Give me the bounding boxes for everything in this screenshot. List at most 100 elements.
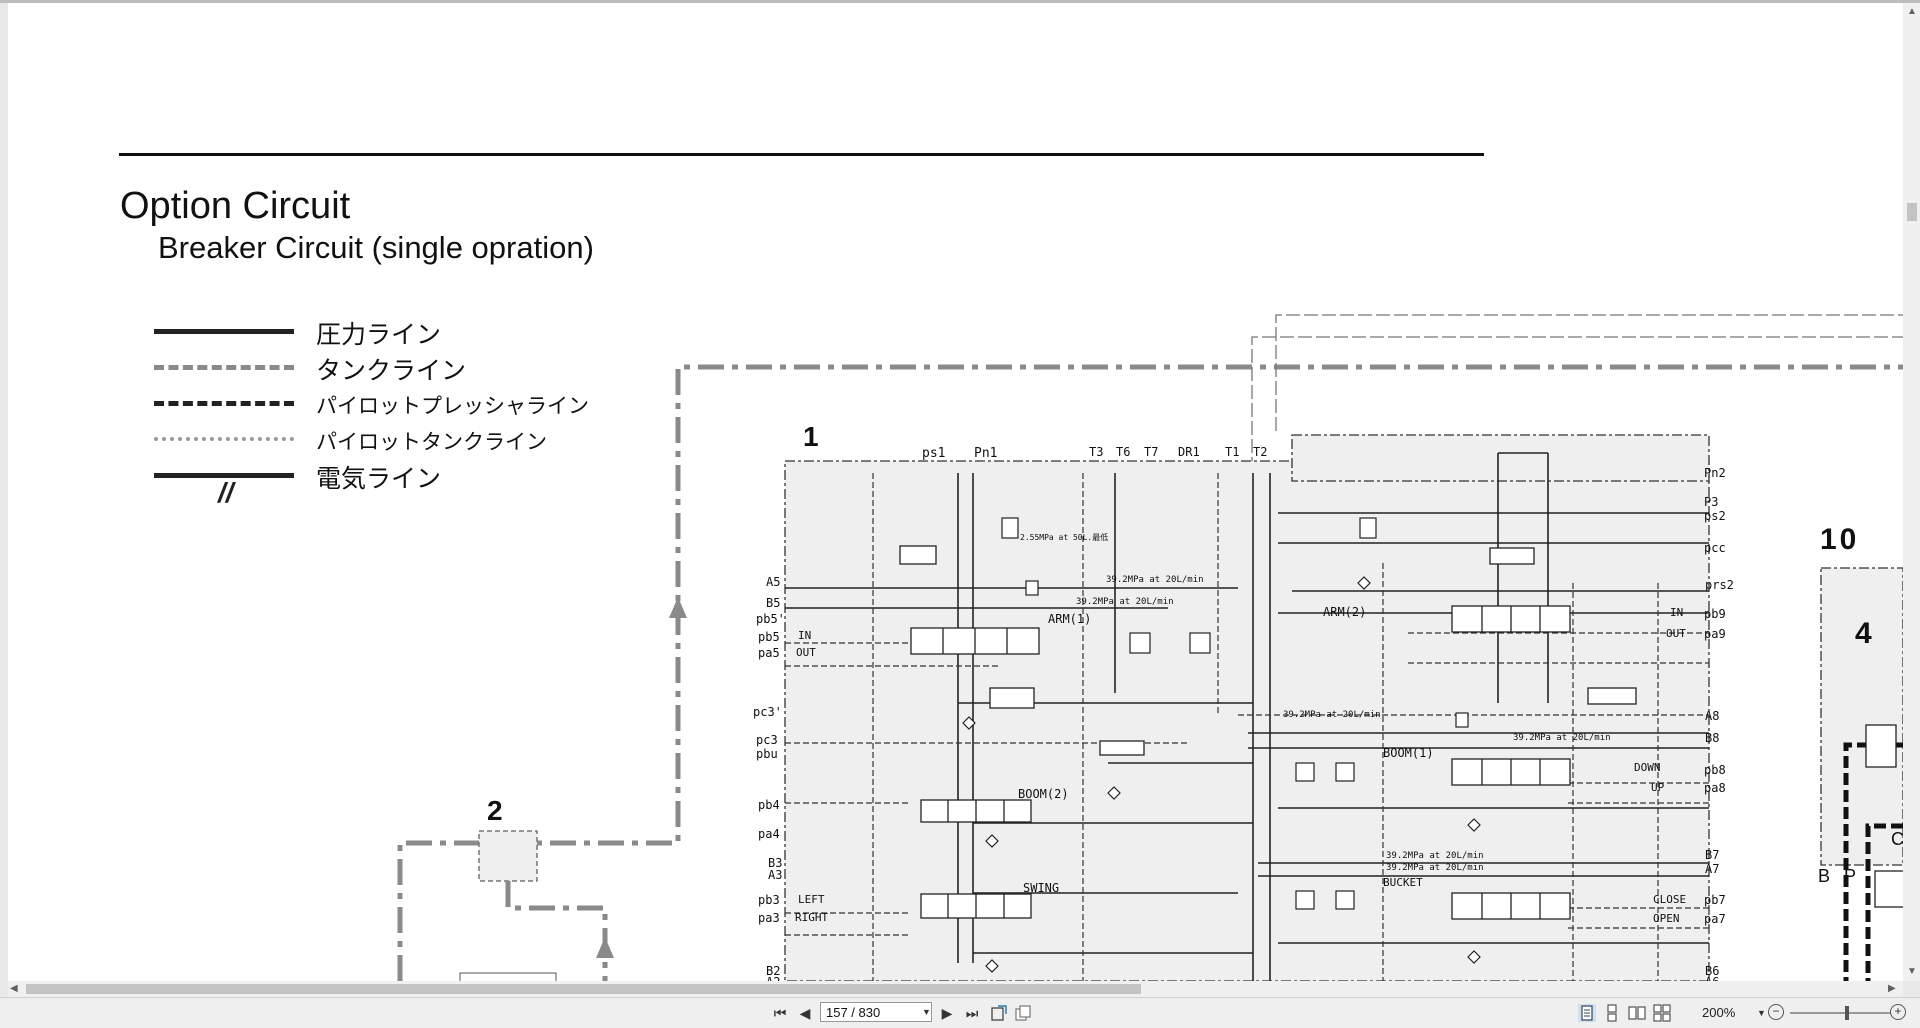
port-label-top: T3 [1089,445,1104,459]
direction-label: LEFT [798,893,825,906]
page-title: Option Circuit [120,185,351,227]
scroll-up-icon[interactable]: ▲ [1907,6,1917,17]
legend-item-pressure: 圧力ライン [146,313,566,349]
first-page-icon[interactable]: ⏮ [773,1005,787,1021]
pressure-note: 2.55MPa at 50L.最低 [1020,533,1109,542]
port-label-top: T2 [1253,445,1268,459]
port-label-right: pb7 [1704,893,1726,907]
port-label-left: pa5 [758,646,780,660]
port-label-right: ps2 [1704,509,1726,523]
component-10-lower-valve [1874,870,1903,908]
zoom-slider-handle[interactable] [1845,1006,1849,1020]
scroll-left-icon[interactable]: ◀ [10,983,18,994]
pressure-note: 39.2MPa at 20L/min [1283,710,1381,720]
single-page-view-icon[interactable] [1578,1004,1596,1022]
zoom-out-icon[interactable]: − [1768,1004,1784,1020]
section-label: SWING [1023,881,1060,895]
page-number-input[interactable] [820,1002,932,1022]
hydraulic-circuit-diagram [397,314,1903,981]
vertical-scrollbar[interactable]: ▲ ▼ [1903,3,1920,981]
legend-label: パイロットタンクライン [316,431,547,454]
tank-return-arrow [669,597,687,618]
tank-return-line [397,364,1903,981]
legend-item-electric: // 電気ライン [146,457,566,507]
port-label-right: pa7 [1704,912,1726,926]
direction-label: RIGHT [795,911,829,924]
component-10-label: P [1844,866,1857,886]
pressure-note: 39.2MPa at 20L/min [1076,597,1174,607]
section-label: BOOM(2) [1018,787,1069,801]
port-label-left: pc3' [753,705,782,719]
port-label-left: B3 [768,856,783,870]
legend-swatch-tank [154,365,294,370]
port-label-left: pc3 [756,733,778,747]
page-subtitle: Breaker Circuit (single opration) [158,230,594,265]
port-label-top: T1 [1225,445,1240,459]
port-label-right: P3 [1704,495,1719,509]
zoom-dropdown-icon[interactable]: ▼ [1757,1008,1766,1018]
legend-label: パイロットプレッシャライン [316,395,589,418]
pressure-note: 39.2MPa at 20L/min [1386,863,1484,873]
port-label-right: Pn2 [1704,466,1726,480]
legend-swatch-pilot-tank [154,437,294,441]
port-label-top: Pn1 [974,446,998,461]
direction-label: IN [1670,606,1684,619]
relief-valves [962,517,1481,973]
direction-label: UP [1651,781,1665,794]
port-label-right: B6 [1705,964,1720,978]
port-label-left: pbu [756,747,778,761]
copy-page-icon[interactable] [1014,1004,1032,1022]
port-label-left: pb5 [758,630,780,644]
zoom-level[interactable]: 200% [1702,1005,1736,1020]
port-label-top: ps1 [922,446,946,461]
component-number-4: 4 [1855,617,1872,650]
lower-component-box [459,972,557,981]
line-legend: 圧力ライン タンクライン パイロットプレッシャライン パイロットタンクライン /… [146,313,589,507]
direction-label: OUT [796,646,816,659]
port-label-left: pa4 [758,827,780,841]
two-page-continuous-icon[interactable] [1653,1004,1671,1022]
component-number-10: 10 [1820,523,1860,556]
direction-label: IN [798,629,812,642]
section-label: BUCKET [1383,876,1423,889]
zoom-slider[interactable] [1790,1012,1890,1014]
port-label-top: T6 [1116,445,1131,459]
component-10-valve [1865,724,1897,768]
direction-label: CLOSE [1653,893,1687,906]
legend-item-pilot-pressure: パイロットプレッシャライン [146,385,589,421]
port-label-left: A5 [766,575,781,589]
previous-page-icon[interactable]: ◀ [799,1005,811,1021]
page-dropdown-icon[interactable]: ▼ [922,1007,931,1017]
port-label-right: pa8 [1704,781,1726,795]
scroll-right-icon[interactable]: ▶ [1888,983,1896,994]
scroll-down-icon[interactable]: ▼ [1907,966,1917,977]
horizontal-scroll-thumb[interactable] [26,984,1141,994]
port-label-right: pb8 [1704,763,1726,777]
pressure-note: 39.2MPa at 20L/min [1386,851,1484,861]
legend-item-tank: タンクライン [146,349,566,385]
window-top-edge [0,0,1920,3]
pressure-note: 39.2MPa at 20L/min [1513,733,1611,743]
port-label-right: A8 [1705,709,1720,723]
direction-label: DOWN [1634,761,1661,774]
last-page-icon[interactable]: ⏭ [965,1005,979,1021]
thin-connect-line-2 [1251,336,1903,471]
port-label-right: prs2 [1705,578,1734,592]
electric-slash-mark: // [218,477,234,508]
vertical-scroll-thumb[interactable] [1907,203,1917,221]
direction-label: OPEN [1653,912,1680,925]
zoom-in-icon[interactable]: + [1890,1004,1906,1020]
title-rule [119,153,1484,156]
port-label-left: pa3 [758,911,780,925]
direction-label: OUT [1666,627,1686,640]
horizontal-scrollbar[interactable]: ◀ ▶ [8,981,1903,997]
two-page-view-icon[interactable] [1628,1004,1646,1022]
component-2-box [478,830,538,882]
continuous-view-icon[interactable] [1603,1004,1621,1022]
legend-swatch-pilot-pressure [154,401,294,406]
next-page-icon[interactable]: ▶ [941,1005,953,1021]
legend-swatch-pressure [154,329,294,334]
component-number-1: 1 [803,421,819,452]
export-page-icon[interactable] [990,1004,1008,1022]
component-10-pilot-line-2 [1865,823,1903,981]
